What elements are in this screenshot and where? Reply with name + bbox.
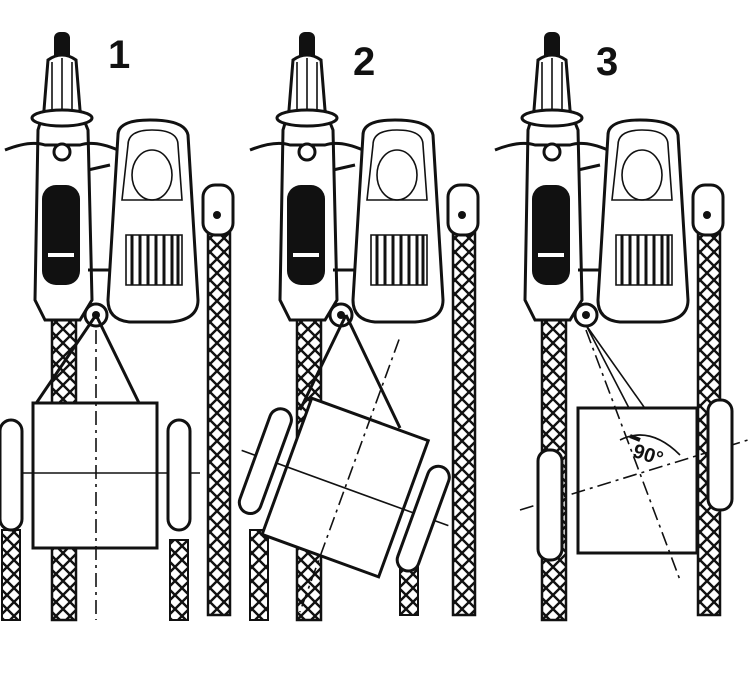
panel-number: 3 (596, 40, 618, 84)
trailer-wheel-right (706, 398, 734, 512)
trailer-wheel-left (237, 407, 293, 515)
trailer-wheel-right (166, 418, 192, 532)
tow-bar (33, 314, 142, 406)
panel-1: 1 (0, 30, 235, 622)
trailer (576, 406, 699, 555)
panel-number: 1 (108, 33, 130, 77)
panel-number: 2 (353, 40, 375, 84)
tow-bar (298, 314, 402, 429)
trailer (31, 401, 159, 550)
panel-2: 2 (237, 30, 480, 622)
panel-3: 90° 3 (493, 30, 749, 622)
trailer-wheel-left (0, 418, 24, 532)
trailer-wheel-left (536, 448, 564, 562)
trailer-wheel-right (395, 464, 451, 573)
